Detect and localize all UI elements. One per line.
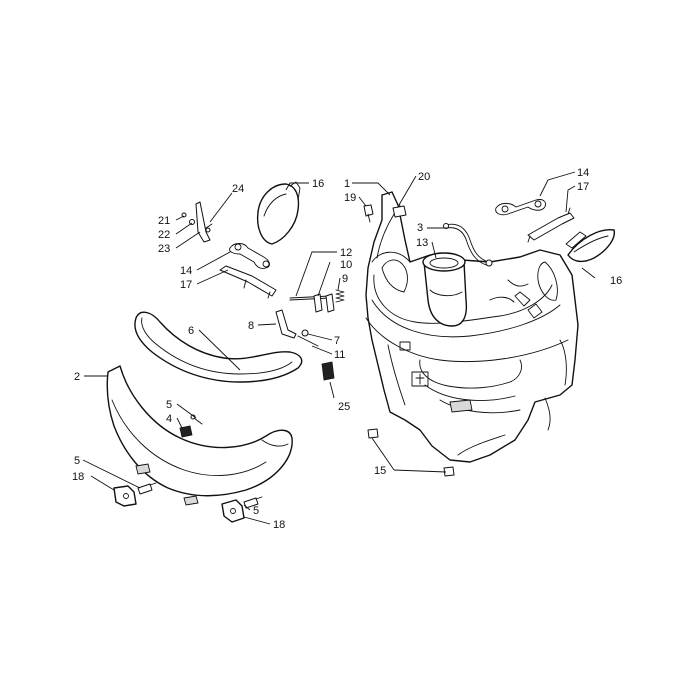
part-10-block	[313, 293, 335, 313]
part-4-clip	[179, 425, 193, 438]
callout-19: 19	[344, 192, 356, 204]
callout-21: 21	[158, 215, 170, 227]
part-front-shield	[365, 191, 579, 463]
callout-12: 12	[340, 247, 352, 259]
callout-18a: 18	[72, 471, 84, 483]
callout-11: 11	[334, 349, 345, 361]
part-17-left-bracket	[219, 265, 277, 299]
part-5a-screw	[190, 414, 203, 425]
part-24-screw	[205, 223, 213, 233]
callout-4: 4	[166, 413, 172, 425]
part-8-lever	[275, 309, 297, 339]
callout-13: 13	[416, 237, 428, 249]
part-5b-screw	[137, 482, 157, 495]
callout-9: 9	[342, 273, 348, 285]
part-2-leg-shield	[106, 365, 293, 506]
callout-5b: 5	[74, 455, 80, 467]
part-13-glovebox-tube	[422, 252, 468, 327]
callout-3: 3	[417, 222, 423, 234]
callout-16a: 16	[312, 178, 324, 190]
part-19-screw	[363, 204, 374, 223]
part-3-cable	[443, 223, 493, 267]
part-16-left-lens	[256, 181, 301, 245]
callout-7: 7	[334, 335, 340, 347]
part-12-rod	[289, 295, 331, 301]
callout-5a: 5	[166, 399, 172, 411]
callout-8: 8	[248, 320, 254, 332]
callout-6: 6	[188, 325, 194, 337]
part-11-pin	[297, 335, 319, 347]
part-25-clip	[321, 361, 335, 381]
part-22-washer	[189, 219, 195, 225]
part-17-right-bracket	[527, 207, 575, 243]
part-15-clips	[367, 428, 455, 477]
callout-24: 24	[232, 183, 244, 195]
part-7-nut	[301, 329, 309, 337]
callout-14b: 14	[577, 167, 589, 179]
part-14-left-spring	[229, 243, 270, 269]
callout-16b: 16	[610, 275, 622, 287]
callout-labels: 1 2 3 4 5 5 5 6 7 8 9 10 11 12 13 14 14 …	[72, 167, 622, 531]
part-16-right-lens	[565, 229, 615, 263]
callout-14a: 14	[180, 265, 192, 277]
callout-5c: 5	[253, 505, 259, 517]
callout-18b: 18	[273, 519, 285, 531]
part-20-clip	[392, 205, 407, 218]
callout-17b: 17	[577, 181, 589, 193]
part-9-spring	[335, 289, 345, 303]
callout-23: 23	[158, 243, 170, 255]
part-18b-bracket	[221, 499, 245, 523]
callout-20: 20	[418, 171, 430, 183]
callout-10: 10	[340, 259, 352, 271]
callout-2: 2	[74, 371, 80, 383]
callout-1: 1	[344, 178, 350, 190]
callout-25: 25	[338, 401, 350, 413]
callout-17a: 17	[180, 279, 192, 291]
part-18a-bracket	[113, 485, 137, 507]
part-23-bracket	[195, 201, 211, 243]
leader-lines	[82, 171, 596, 525]
callout-22: 22	[158, 229, 170, 241]
callout-15: 15	[374, 465, 386, 477]
part-14-right-spring	[495, 199, 547, 216]
part-6-trim-seal	[134, 311, 303, 383]
